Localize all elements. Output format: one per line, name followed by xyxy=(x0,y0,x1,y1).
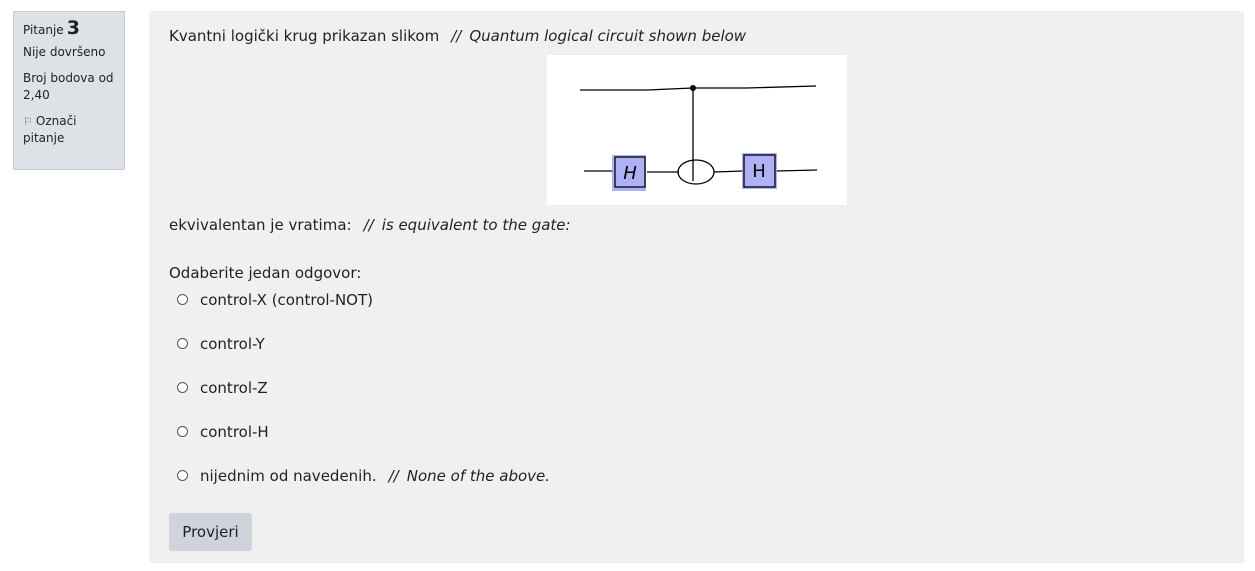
gate-left-label: H xyxy=(623,163,637,184)
question-points: Broj bodova od 2,40 xyxy=(23,71,114,102)
radio-button[interactable] xyxy=(177,338,188,349)
gate-separator: // xyxy=(363,216,374,234)
answer-label[interactable]: control-Z xyxy=(200,379,268,397)
question-number-line: Pitanje 3 xyxy=(23,17,115,39)
check-button[interactable]: Provjeri xyxy=(169,513,252,551)
answer-option-control-y[interactable]: control-Y xyxy=(177,334,550,378)
gate-text: ekvivalentan je vratima: // is equivalent … xyxy=(169,215,571,235)
control-wire xyxy=(580,85,817,91)
radio-button[interactable] xyxy=(177,426,188,437)
question-info-panel: Pitanje 3 Nije dovršeno Broj bodova od 2… xyxy=(13,11,125,170)
radio-button[interactable] xyxy=(177,294,188,305)
question-number: 3 xyxy=(66,17,80,39)
flag-icon: ⚐ xyxy=(23,115,33,128)
gate-text-en: is equivalent to the gate: xyxy=(381,216,571,234)
question-text-en: Quantum logical circuit shown below xyxy=(469,27,747,45)
question-text-hr: Kvantni logički krug prikazan slikom xyxy=(169,27,440,45)
answer-label[interactable]: control-Y xyxy=(200,335,265,353)
answer-list: control-X (control-NOT) control-Y contro… xyxy=(177,290,550,510)
question-label: Pitanje xyxy=(23,23,64,37)
circuit-figure: H H xyxy=(547,55,847,205)
flag-question-link[interactable]: ⚐Označi pitanje xyxy=(23,113,115,147)
hadamard-gate-left: H xyxy=(612,155,646,191)
answer-label-en: None of the above. xyxy=(406,467,551,485)
answer-prompt: Odaberite jedan odgovor: xyxy=(169,264,362,282)
answer-label[interactable]: nijednim od navedenih. // None of the abov… xyxy=(200,466,550,486)
question-content: Kvantni logički krug prikazan slikom // Qu… xyxy=(149,11,1244,563)
answer-option-control-h[interactable]: control-H xyxy=(177,422,550,466)
question-separator: // xyxy=(451,27,462,45)
answer-label[interactable]: control-H xyxy=(200,423,269,441)
quantum-circuit-diagram: H H xyxy=(580,85,818,191)
gate-text-hr: ekvivalentan je vratima: xyxy=(169,216,352,234)
answer-option-control-z[interactable]: control-Z xyxy=(177,378,550,422)
cnot-target-symbol xyxy=(677,159,715,185)
question-text: Kvantni logički krug prikazan slikom // Qu… xyxy=(169,26,746,46)
target-wire-4 xyxy=(775,169,818,172)
hadamard-gate-right: H xyxy=(742,153,777,189)
answer-option-none[interactable]: nijednim od navedenih. // None of the abov… xyxy=(177,466,550,510)
answer-separator: // xyxy=(388,467,399,485)
radio-button[interactable] xyxy=(177,382,188,393)
answer-label[interactable]: control-X (control-NOT) xyxy=(200,291,374,309)
target-wire-3 xyxy=(713,170,744,173)
radio-button[interactable] xyxy=(177,470,188,481)
flag-question-label: Označi pitanje xyxy=(23,114,77,145)
answer-label-hr: nijednim od navedenih. xyxy=(200,467,377,485)
question-status: Nije dovršeno xyxy=(23,45,106,59)
gate-right-label: H xyxy=(752,161,766,182)
answer-option-control-x[interactable]: control-X (control-NOT) xyxy=(177,290,550,334)
